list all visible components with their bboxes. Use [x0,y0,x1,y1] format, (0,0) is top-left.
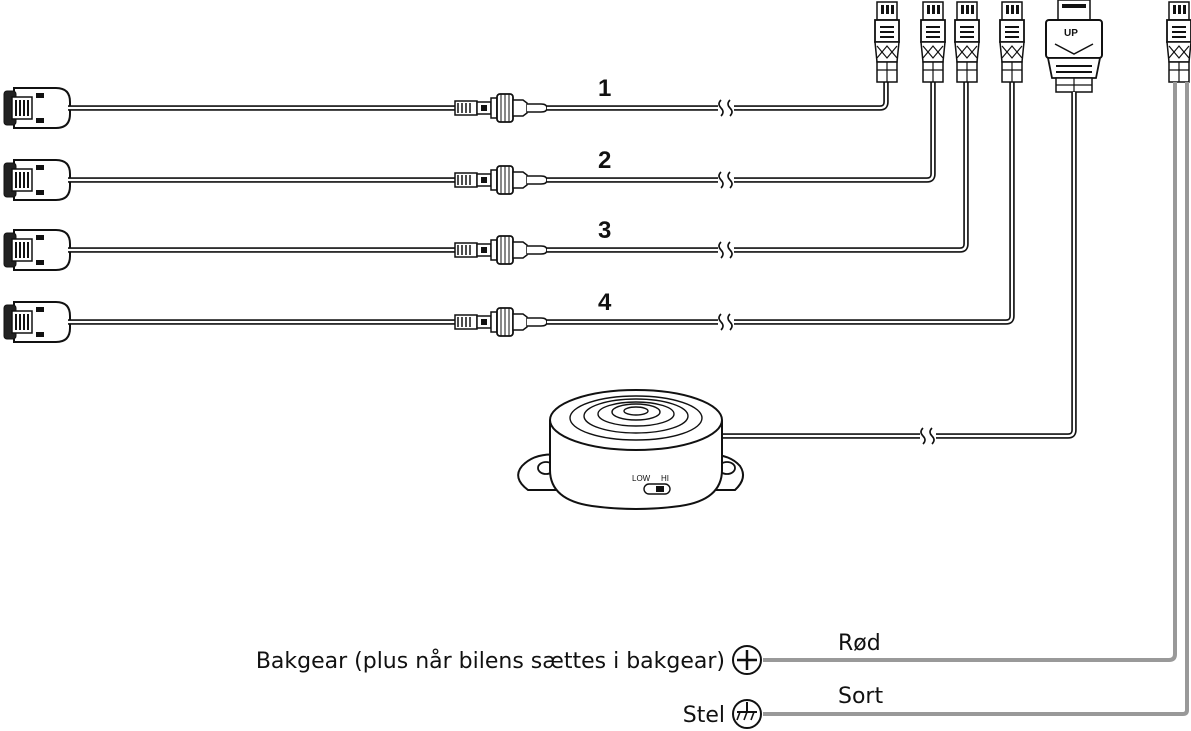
main-plug-label: UP [1064,28,1078,39]
sensor-3-icon [3,229,71,271]
ground-terminal-icon [732,699,762,729]
sensor-3-plug-icon [954,1,980,83]
sensor-2-plug-icon [920,1,946,83]
sensor-row-1: 1 [3,75,889,129]
sensor-row-2: 2 [3,78,936,201]
main-plug: UP [715,0,1103,447]
sensor-1-connector-icon [454,93,548,123]
sensor-1-plug-icon [874,1,900,83]
sensor-2-icon [3,159,71,201]
plus-terminal-icon [732,645,762,675]
sensor-4-icon [3,301,71,343]
power-plug-icon [1166,1,1191,83]
sensor-3-connector-icon [454,235,548,265]
black-wire [763,82,1189,716]
red-wire [763,82,1177,662]
sensor-number-3: 3 [598,217,611,244]
sensor-4-connector-icon [454,307,548,337]
red-wire-label: Rød [838,631,881,656]
switch-hi-label: HI [661,474,669,483]
buzzer: LOW HI [517,389,745,510]
sensor-number-4: 4 [598,289,612,316]
sensor-row-4: 4 [3,78,1015,343]
ground-description: Stel [683,703,725,728]
sensor-row-3: 3 [3,78,969,271]
black-wire-label: Sort [838,684,883,709]
sensor-4-plug-icon [999,1,1025,83]
sensor-2-connector-icon [454,165,548,195]
sensor-number-2: 2 [598,147,611,174]
switch-low-label: LOW [632,474,651,483]
main-plug-icon [1045,0,1103,93]
sensor-1-icon [3,87,71,129]
sensor-number-1: 1 [598,75,611,102]
buzzer-icon [517,389,745,510]
positive-description: Bakgear (plus når bilens sættes i bakgea… [256,648,725,674]
